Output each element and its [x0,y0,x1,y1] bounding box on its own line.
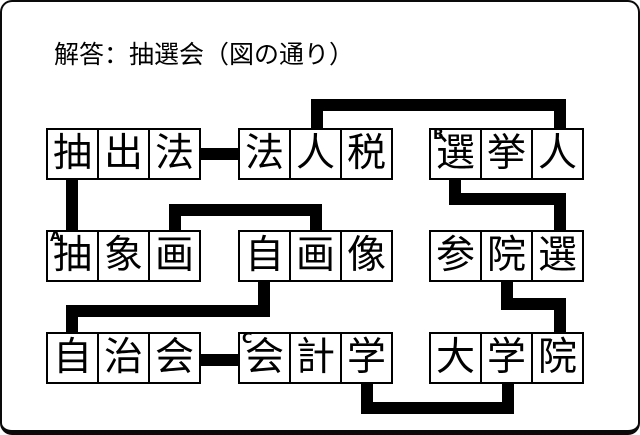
connector-jin-jin-right-vertical [554,99,566,132]
kanji-char: 象 [103,233,143,278]
word-box-jigazou: 自 画 像 [238,230,393,282]
kanji-cell: 出 [97,128,150,180]
superscript-label-c: C [242,331,253,347]
connector-kai-kai [199,354,241,366]
connector-gaku-gaku-horizontal [361,402,514,414]
kanji-char: 選 [537,233,577,278]
kanji-cell: 画 [148,230,201,282]
word-box-houjinzei: 法 人 税 [238,128,393,180]
connector-ji-ji-horizontal [66,305,270,317]
kanji-cell: 治 [97,332,150,384]
superscript-label-b: B [433,127,444,143]
kanji-cell: 画 [289,230,342,282]
connector-sen-sen-horizontal [449,193,566,205]
kanji-cell: 像 [340,230,393,282]
word-box-jichikai: 自 治 会 [46,332,201,384]
kanji-char: 治 [103,335,143,380]
kanji-cell: 抽 [46,128,99,180]
kanji-char: 院 [537,335,577,380]
superscript-label-a: A [50,229,61,245]
connector-gaku-gaku-right-vertical [502,382,514,414]
kanji-cell: 会 [148,332,201,384]
kanji-cell: 院 [531,332,584,384]
kanji-cell: 法 [148,128,201,180]
kanji-char: 自 [52,335,92,380]
kanji-char: 参 [435,233,475,278]
page-title: 解答：抽選会（図の通り） [54,40,355,69]
kanji-cell: 税 [340,128,393,180]
kanji-cell: 人 [531,128,584,180]
word-box-saninsen: 参 院 選 [429,230,584,282]
connector-ji-ji-lower-vertical [66,305,78,336]
connector-ga-ga-left-vertical [169,204,181,234]
connector-in-in-lower-vertical [554,298,566,336]
kanji-char: 自 [244,233,284,278]
connector-chuu-chuu-vertical [66,178,78,234]
kanji-char: 抽 [52,131,92,176]
kanji-cell: 学 [340,332,393,384]
kanji-cell: 学 [480,332,533,384]
connector-ga-ga-horizontal [169,204,322,216]
connector-jin-jin-left-vertical [311,99,323,132]
connector-sen-sen-lower-vertical [554,193,566,234]
kanji-char: 選 [435,131,475,176]
kanji-char: 計 [295,335,335,380]
kanji-char: 大 [435,335,475,380]
kanji-cell: 自 [238,230,291,282]
connector-hou-hou [199,148,241,160]
connector-in-in-horizontal [501,298,566,310]
kanji-cell: 大 [429,332,482,384]
kanji-cell: 自 [46,332,99,384]
kanji-char: 院 [486,233,526,278]
kanji-char: 法 [154,131,194,176]
connector-jin-jin-horizontal [311,99,566,111]
kanji-char: 人 [295,131,335,176]
kanji-char: 会 [154,335,194,380]
kanji-cell: 計 [289,332,342,384]
kanji-char: 学 [346,335,386,380]
kanji-char: 画 [154,233,194,278]
kanji-cell: 選 [531,230,584,282]
kanji-cell: 挙 [480,128,533,180]
kanji-char: 人 [537,131,577,176]
kanji-char: 画 [295,233,335,278]
kanji-cell: 法 [238,128,291,180]
kanji-char: 会 [244,335,284,380]
kanji-char: 出 [103,131,143,176]
kanji-char: 像 [346,233,386,278]
kanji-cell: 人 [289,128,342,180]
kanji-cell: 院 [480,230,533,282]
kanji-char: 法 [244,131,284,176]
kanji-char: 抽 [52,233,92,278]
connector-ga-ga-right-vertical [310,204,322,234]
kanji-char: 税 [346,131,386,176]
kanji-cell: 象 [97,230,150,282]
word-box-chuushutsuhou: 抽 出 法 [46,128,201,180]
word-box-daigakuin: 大 学 院 [429,332,584,384]
kanji-char: 挙 [486,131,526,176]
kanji-cell: 参 [429,230,482,282]
kanji-char: 学 [486,335,526,380]
